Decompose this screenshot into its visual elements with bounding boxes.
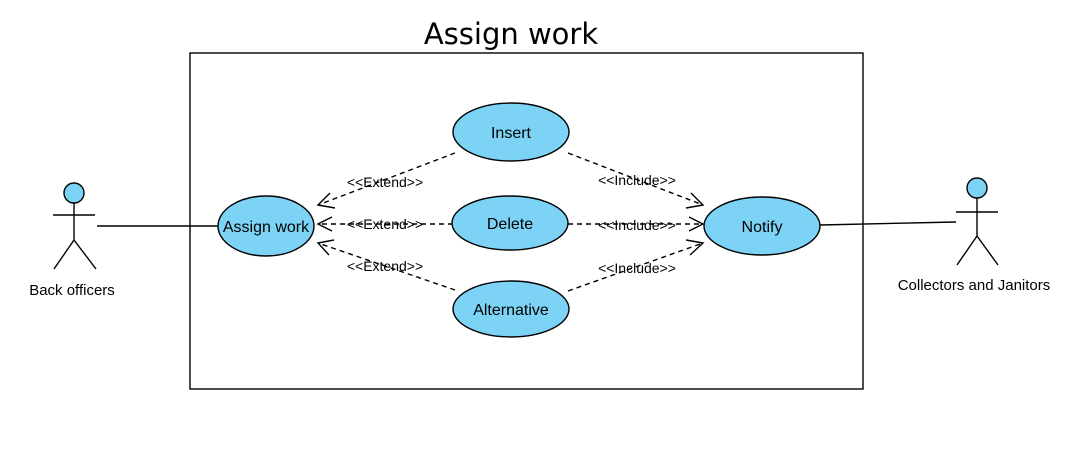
usecase-delete-label: Delete <box>487 216 533 233</box>
usecase-delete[interactable]: Delete <box>451 195 569 251</box>
usecase-notify[interactable]: Notify <box>703 196 821 256</box>
actor-collectors-janitors-label: Collectors and Janitors <box>898 277 1051 294</box>
include-line-insert <box>567 152 704 206</box>
extend-arrowhead-alternative <box>316 239 335 256</box>
usecase-assign-work-label: Assign work <box>223 219 310 236</box>
include-label-alternative: <<Include>> <box>598 260 676 276</box>
extend-line-alternative <box>317 242 456 291</box>
actor-back-officers-head <box>63 182 85 204</box>
extend-label-delete: <<Extend>> <box>347 216 423 232</box>
diagram-title: Assign work <box>424 17 599 51</box>
extend-label-insert: <<Extend>> <box>347 174 423 190</box>
usecase-alternative[interactable]: Alternative <box>452 280 570 338</box>
include-label-delete: <<Include>> <box>598 217 676 233</box>
extend-label-alternative: <<Extend>> <box>347 258 423 274</box>
include-line-alternative <box>567 242 704 292</box>
extend-arrowhead-delete <box>316 216 333 232</box>
include-arrowhead-insert <box>685 192 705 209</box>
usecase-assign-work[interactable]: Assign work <box>217 195 315 257</box>
usecase-alternative-label: Alternative <box>473 302 549 319</box>
association-collectors-janitors <box>819 221 957 226</box>
usecase-insert[interactable]: Insert <box>452 102 570 162</box>
include-label-insert: <<Include>> <box>598 172 676 188</box>
include-arrowhead-delete <box>688 216 705 232</box>
include-arrowhead-alternative <box>685 239 705 256</box>
usecase-insert-label: Insert <box>491 125 532 142</box>
extend-arrowhead-insert <box>316 192 336 209</box>
actor-collectors-janitors-head <box>966 177 988 199</box>
extend-line-insert <box>317 152 456 206</box>
usecase-notify-label: Notify <box>742 219 783 236</box>
actor-back-officers-label: Back officers <box>29 282 115 299</box>
actor-collectors-janitors[interactable] <box>956 177 999 266</box>
actor-back-officers[interactable] <box>53 182 97 270</box>
